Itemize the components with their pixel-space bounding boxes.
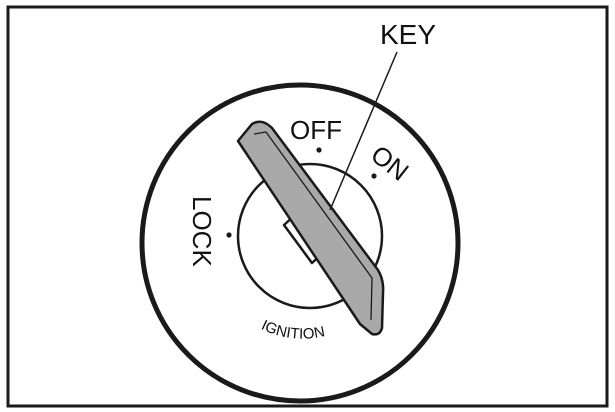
diagram-frame [6,5,609,408]
key-leader-line [329,51,398,211]
key-cylinder [236,162,384,310]
on-label: ON [365,139,414,187]
key-label: KEY [380,19,436,50]
on-position-dot [371,173,377,179]
lock-label: LOCK [187,196,217,267]
off-position-dot [316,147,322,153]
lock-position-dot [226,232,232,238]
key-shape [236,120,385,336]
switch-bezel [139,82,461,404]
ignition-label: IGNITION [259,317,327,343]
key-highlight-edge [253,131,373,321]
off-label: OFF [290,115,342,145]
